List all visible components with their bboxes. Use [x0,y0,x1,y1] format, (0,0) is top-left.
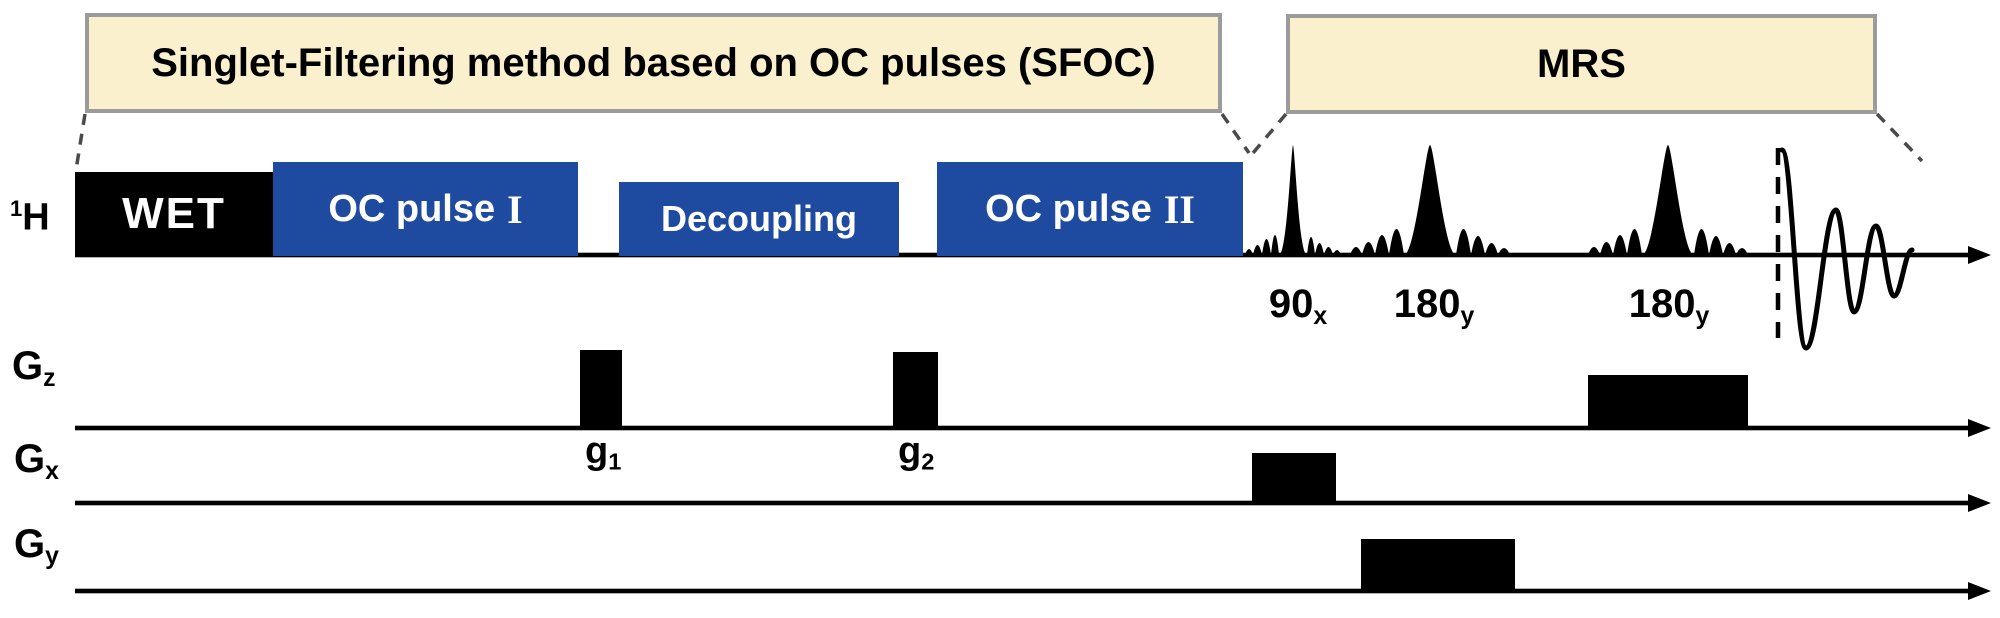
wet-pulse-label: WET [122,189,226,238]
gradient-pulse-gz-wide [1588,375,1748,428]
gradient-label-g2-main: g [898,430,922,472]
flip-label-180y-second: 180y [1613,282,1725,331]
channel-label-1h-sup: 1 [10,196,23,221]
gz-timeline-arrow [1968,419,1991,437]
gx-timeline-arrow [1968,494,1991,512]
flip-label-180y-first-sub: y [1460,302,1475,330]
flip-label-90x-main: 90 [1268,282,1314,326]
sfoc-left-connector-dash [74,113,87,171]
channel-label-gz-sub: z [43,364,56,392]
oc-pulse-2-numeral: II [1163,186,1195,232]
channel-label-gy-sub: y [45,542,59,570]
channel-label-gx-main: G [14,437,46,481]
channel-label-gx: Gx [14,437,59,486]
gradient-label-g2-sub: 2 [921,448,935,475]
channel-label-1h: 1H [10,196,50,240]
decoupling-label: Decoupling [661,198,857,239]
gy-timeline-arrow [1968,582,1991,600]
flip-label-180y-second-sub: y [1695,302,1710,330]
oc-pulse-2-box: OC pulse II [937,162,1243,256]
sinc-pulse-180y-second [1588,145,1748,255]
gradient-label-g1-main: g [585,430,609,472]
channel-label-gx-sub: x [45,457,59,485]
gy-timeline [75,588,1972,594]
gz-timeline [75,425,1972,431]
mrs-band-label: MRS [1537,41,1626,86]
mrs-band: MRS [1286,14,1877,114]
oc-pulse-1-box: OC pulse I [273,162,578,256]
mrs-right-connector-dash [1875,112,1924,163]
flip-label-180y-second-main: 180 [1628,282,1696,326]
oc-pulse-1-label: OC pulse [328,187,496,230]
decoupling-box: Decoupling [619,182,899,256]
fid-signal [1779,147,1915,351]
channel-label-1h-main: H [22,196,50,239]
sfoc-right-connector-dash [1220,113,1251,154]
flip-label-90x-sub: x [1313,302,1328,330]
channel-label-gy: Gy [14,522,59,571]
channel-label-gz-main: G [12,344,44,388]
gradient-label-g2: g2 [898,430,934,476]
gradient-pulse-g1 [580,350,622,428]
sfoc-band: Singlet-Filtering method based on OC pul… [85,13,1222,113]
flip-label-90x: 90x [1252,282,1344,331]
oc-pulse-2-label: OC pulse [985,187,1152,230]
mrs-left-connector-dash [1251,112,1288,155]
wet-pulse-box: WET [75,172,273,256]
gx-timeline [75,500,1972,506]
gradient-pulse-gx [1252,453,1336,503]
sfoc-band-label: Singlet-Filtering method based on OC pul… [151,40,1156,85]
flip-label-180y-first-main: 180 [1393,282,1461,326]
gradient-label-g1: g1 [585,430,621,476]
gradient-label-g1-sub: 1 [608,448,622,475]
sinc-pulse-90x [1245,145,1341,255]
gradient-pulse-gy [1361,539,1515,591]
sinc-pulse-180y-first [1350,145,1510,255]
gradient-pulse-g2 [893,352,938,428]
channel-label-gz: Gz [12,344,56,393]
flip-label-180y-first: 180y [1378,282,1490,331]
h1-timeline-arrow [1968,246,1991,264]
channel-label-gy-main: G [14,522,46,566]
oc-pulse-1-numeral: I [507,186,523,232]
